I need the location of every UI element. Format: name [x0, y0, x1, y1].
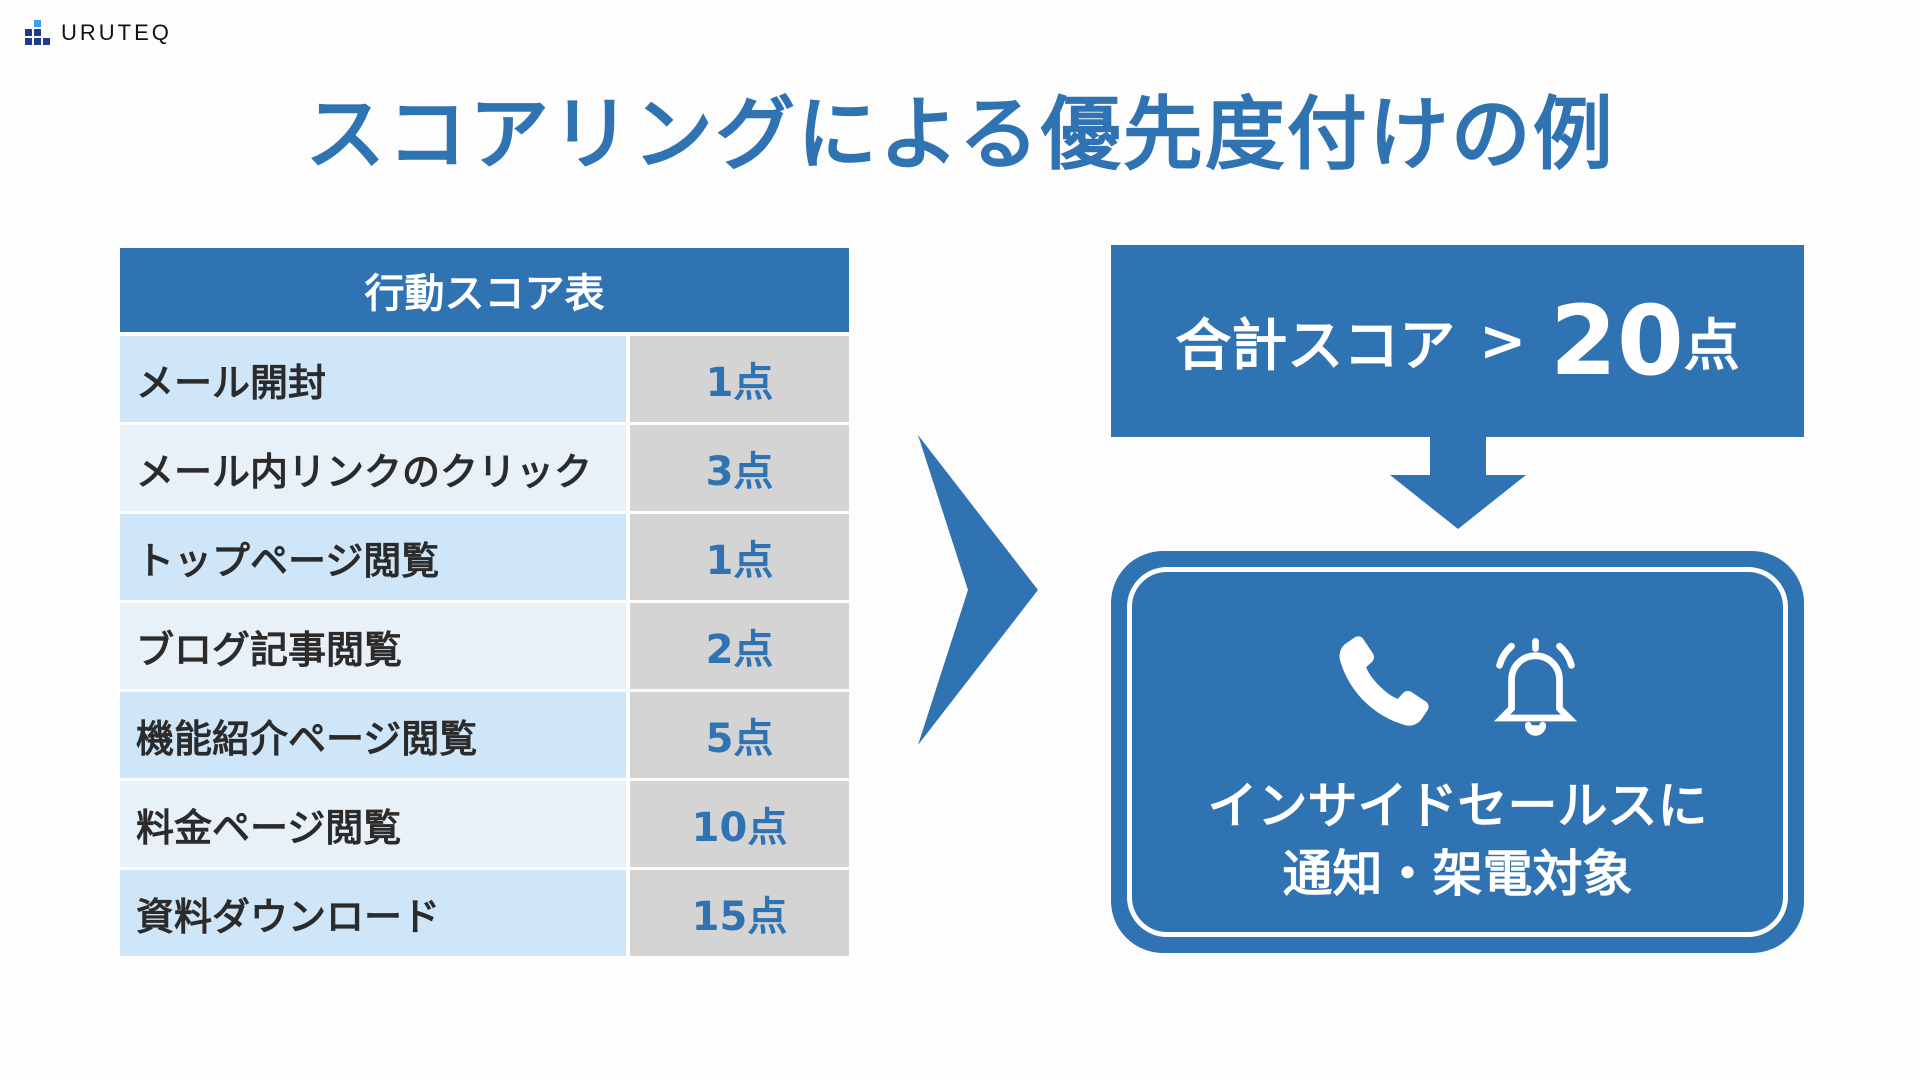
action-cell: トップページ閲覧 [120, 514, 626, 600]
threshold-value: 20 [1550, 285, 1684, 397]
action-cell: メール内リンクのクリック [120, 425, 626, 511]
action-cell: ブログ記事閲覧 [120, 603, 626, 689]
threshold-unit: 点 [1683, 313, 1740, 379]
score-cell: 2点 [630, 603, 849, 689]
score-cell: 5点 [630, 692, 849, 778]
result-line-2: 通知・架電対象 [1282, 845, 1633, 903]
threshold-label: 合計スコア [1175, 313, 1456, 379]
score-cell: 1点 [630, 514, 849, 600]
action-cell: 機能紹介ページ閲覧 [120, 692, 626, 778]
chevron-right-icon [918, 435, 1038, 745]
brand-logo: URUTEQ [25, 20, 172, 46]
score-cell: 1点 [630, 336, 849, 422]
arrow-down-icon [1390, 437, 1526, 529]
phone-icon [1339, 636, 1429, 726]
score-cell: 10点 [630, 781, 849, 867]
action-cell: 資料ダウンロード [120, 870, 626, 956]
result-line-1: インサイドセールスに [1207, 777, 1708, 835]
score-cell: 3点 [630, 425, 849, 511]
page-title: スコアリングによる優先度付けの例 [305, 88, 1615, 181]
threshold-operator: > [1479, 308, 1527, 374]
table-header: 行動スコア表 [120, 248, 849, 332]
action-cell: 料金ページ閲覧 [120, 781, 626, 867]
logo-bars-icon [25, 20, 50, 45]
action-cell: メール開封 [120, 336, 626, 422]
brand-name: URUTEQ [61, 20, 172, 45]
bell-icon [1493, 638, 1577, 736]
threshold-box: 合計スコア > 20 点 [1111, 245, 1804, 437]
score-cell: 15点 [630, 870, 849, 956]
result-box: インサイドセールスに 通知・架電対象 [1111, 551, 1804, 953]
